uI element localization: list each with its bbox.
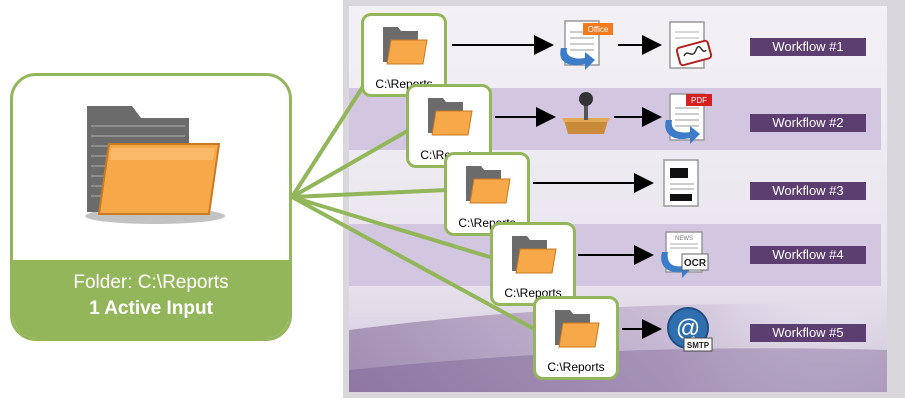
fanout-line-2 bbox=[291, 128, 410, 199]
folder-icon bbox=[512, 236, 557, 274]
folder-icon bbox=[383, 27, 428, 65]
input-folder-label: C:\Reports bbox=[547, 360, 605, 374]
office-document-icon: Office bbox=[560, 20, 613, 70]
workflow-badge-2[interactable]: Workflow #2 bbox=[750, 114, 866, 132]
ocr-badge-text: OCR bbox=[684, 258, 707, 269]
pdf-document-icon: PDF bbox=[665, 93, 712, 144]
folder-icon bbox=[555, 310, 600, 348]
workflow-badge-3[interactable]: Workflow #3 bbox=[750, 182, 866, 200]
input-folder-5[interactable]: C:\Reports bbox=[533, 296, 619, 380]
joystick-icon bbox=[562, 92, 610, 134]
input-folder-4[interactable]: C:\Reports bbox=[490, 222, 576, 306]
large-folder-icon bbox=[85, 106, 225, 224]
source-folder-footer: Folder: C:\Reports 1 Active Input bbox=[13, 260, 289, 338]
active-input-count: 1 Active Input bbox=[89, 298, 213, 319]
fanout-line-4 bbox=[291, 195, 494, 260]
news-text: NEWS bbox=[675, 236, 693, 242]
fanout-line-5 bbox=[291, 195, 537, 332]
folder-icon bbox=[466, 166, 511, 204]
pdf-badge-text: PDF bbox=[691, 96, 707, 105]
source-folder-box[interactable]: Folder: C:\Reports 1 Active Input bbox=[10, 73, 292, 341]
workflow-badge-5[interactable]: Workflow #5 bbox=[750, 324, 866, 342]
office-badge-text: Office bbox=[588, 25, 609, 34]
smtp-email-icon: @ SMTP bbox=[667, 307, 713, 352]
workflow-badge-1[interactable]: Workflow #1 bbox=[750, 38, 866, 56]
fanout-line-1 bbox=[290, 83, 366, 199]
folder-icon bbox=[428, 98, 473, 136]
smtp-badge-text: SMTP bbox=[687, 341, 710, 350]
workflow-badge-4[interactable]: Workflow #4 bbox=[750, 246, 866, 264]
ocr-newspaper-icon: NEWS OCR bbox=[661, 231, 709, 278]
signed-document-icon bbox=[669, 21, 713, 69]
source-folder-label: Folder: C:\Reports bbox=[73, 272, 229, 293]
fanout-line-3 bbox=[291, 188, 448, 199]
redacted-document-icon bbox=[663, 159, 699, 207]
input-folder-1[interactable]: C:\Reports bbox=[361, 13, 447, 97]
